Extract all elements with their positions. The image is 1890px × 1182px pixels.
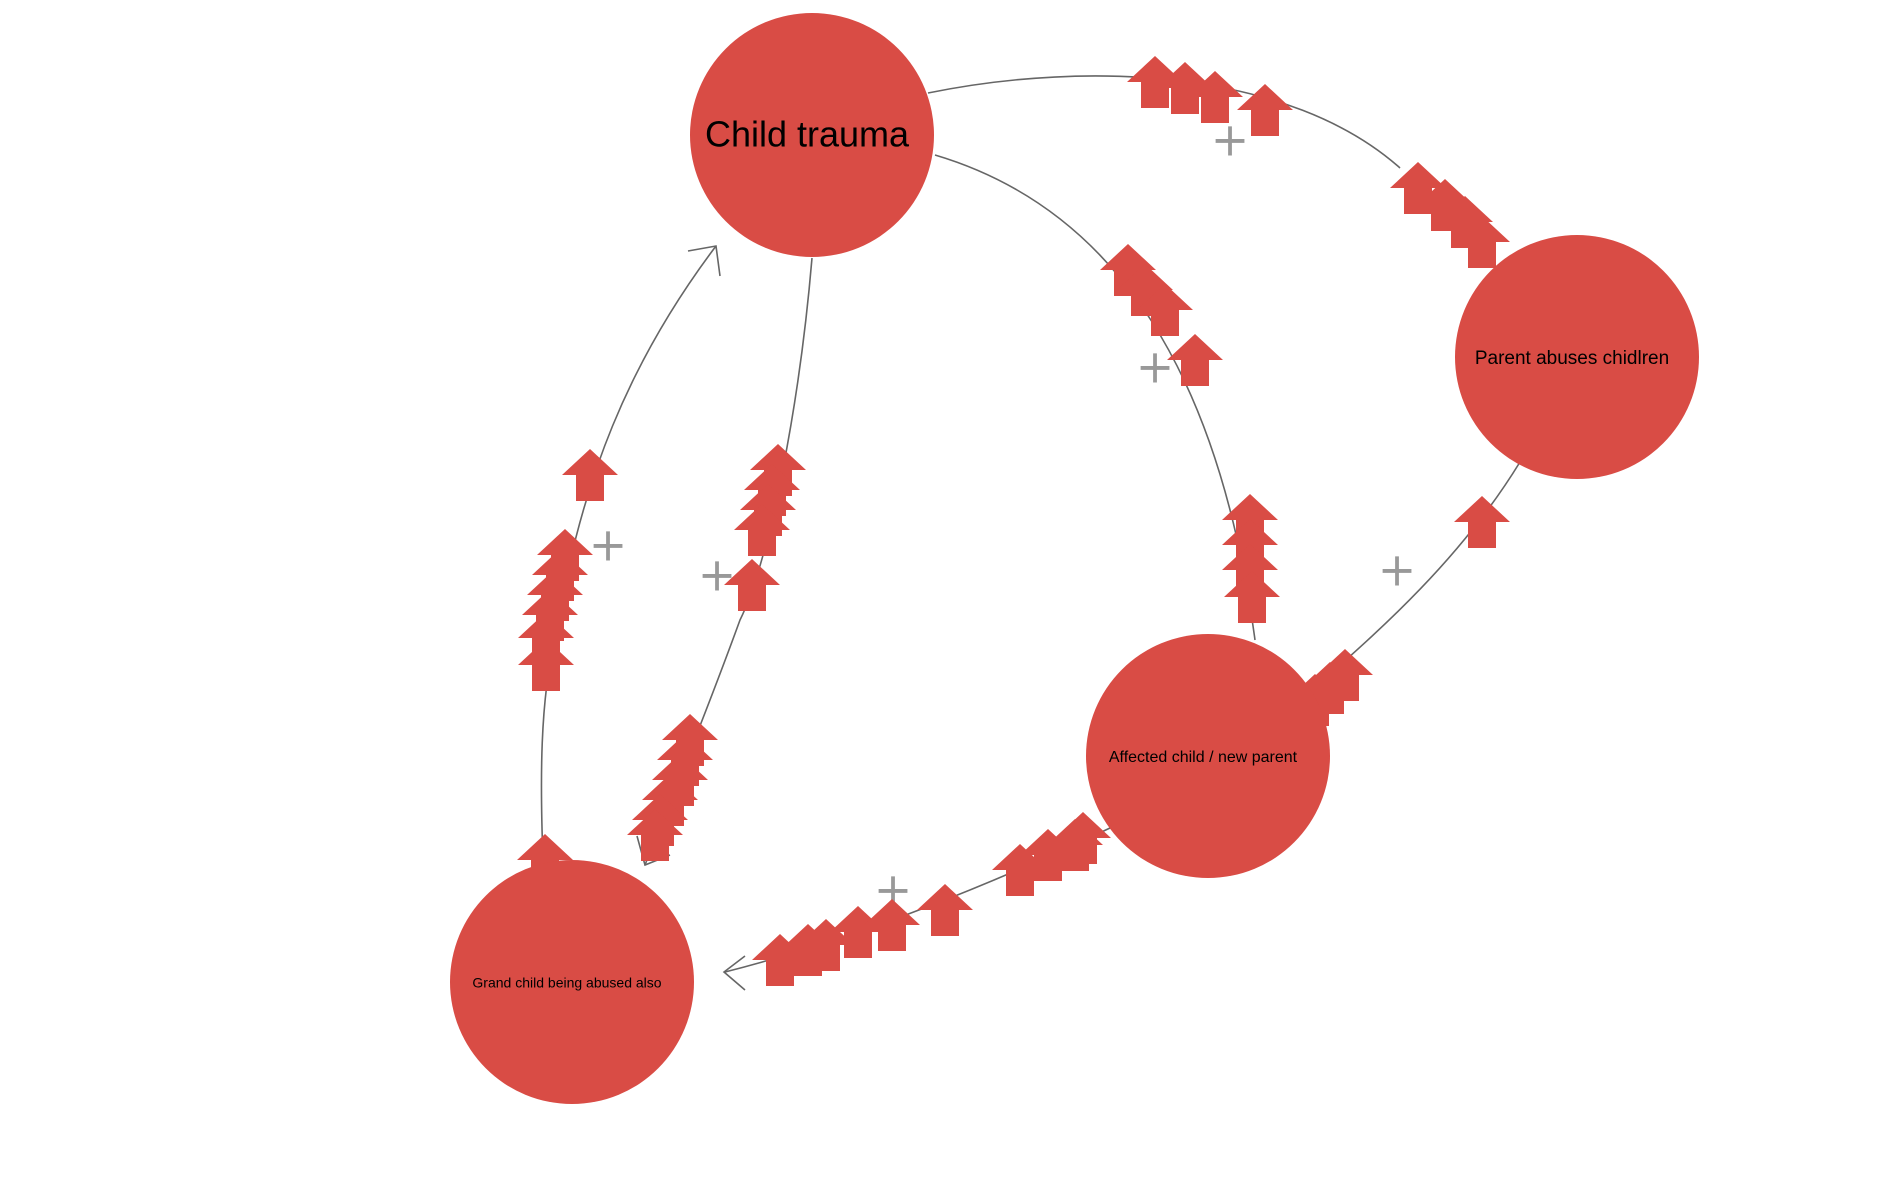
up-arrow-marker-icon[interactable]	[1454, 496, 1510, 548]
markers-layer	[517, 56, 1510, 986]
up-arrow-marker-icon[interactable]	[562, 449, 618, 501]
node-affected-child[interactable]: Affected child / new parent	[1086, 634, 1330, 878]
polarity-sign: +	[1378, 543, 1417, 597]
node-grand-child[interactable]: Grand child being abused also	[450, 860, 694, 1104]
node-circle[interactable]	[450, 860, 694, 1104]
node-label: Child trauma	[705, 114, 910, 155]
polarity-sign: +	[698, 548, 737, 602]
polarity-sign: +	[1136, 340, 1175, 394]
link-trauma-to-affected-curve[interactable]	[934, 154, 1256, 641]
polarity-sign: +	[589, 518, 628, 572]
arrowhead-icon	[722, 955, 746, 991]
node-label: Affected child / new parent	[1109, 749, 1298, 766]
up-arrow-marker-icon[interactable]	[1167, 334, 1223, 386]
node-parent-abuses[interactable]: Parent abuses chidlren	[1455, 235, 1699, 479]
up-arrow-marker-icon[interactable]	[518, 639, 574, 691]
node-child-trauma[interactable]: Child trauma	[690, 13, 934, 257]
node-circle[interactable]	[690, 13, 934, 257]
link-trauma-to-affected[interactable]: +	[934, 154, 1256, 641]
node-label: Grand child being abused also	[472, 975, 661, 991]
arrowhead-icon	[687, 245, 721, 277]
link-grandchild-to-trauma[interactable]: +	[540, 245, 721, 861]
node-circle[interactable]	[1455, 235, 1699, 479]
node-circle[interactable]	[1086, 634, 1330, 878]
up-arrow-marker-icon[interactable]	[1224, 571, 1280, 623]
node-label: Parent abuses chidlren	[1475, 348, 1669, 369]
